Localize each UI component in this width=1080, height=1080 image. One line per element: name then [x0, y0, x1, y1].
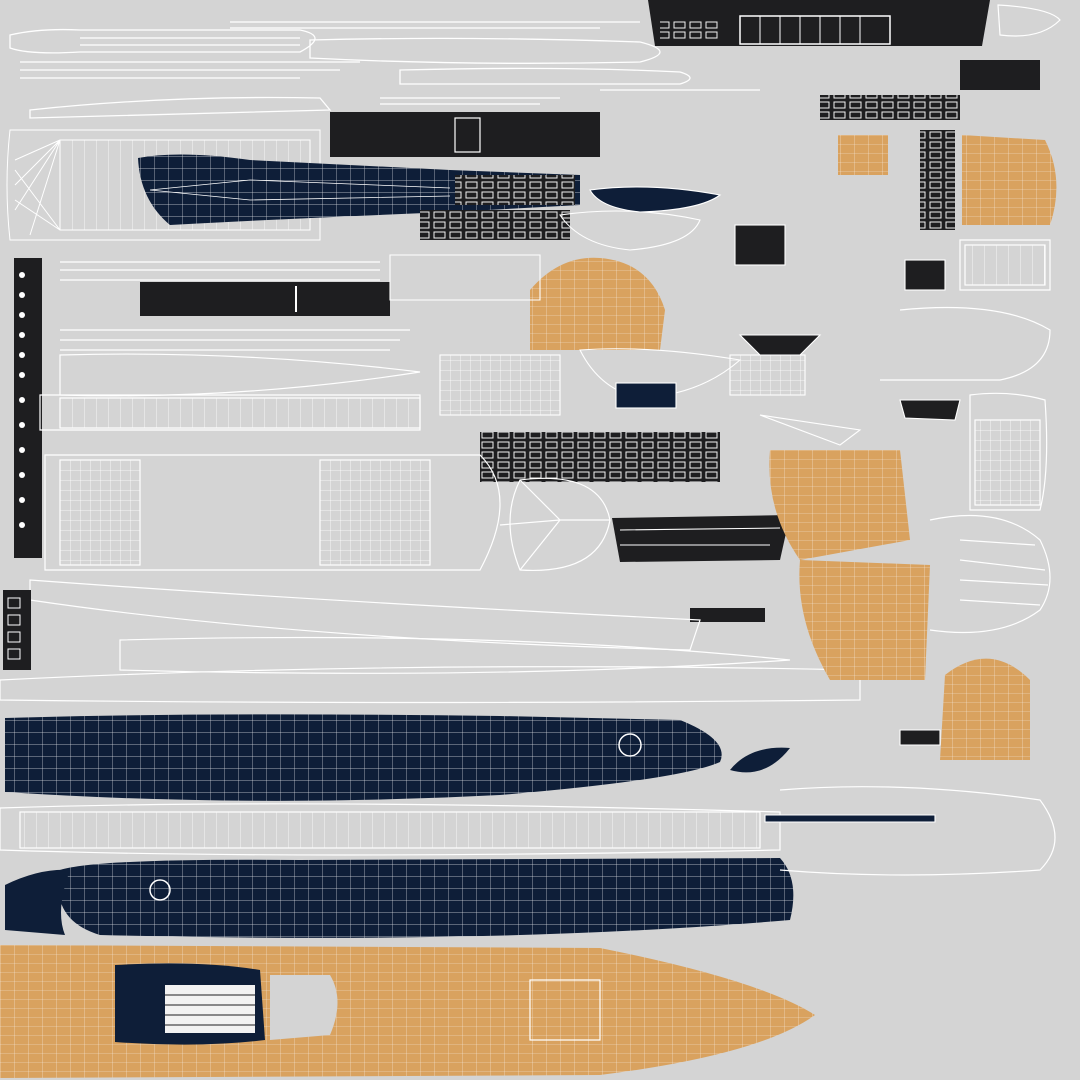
- navy-hull-side-b: [5, 858, 794, 938]
- navy-hull-side-a: [5, 714, 790, 801]
- left-small-boxes: [3, 590, 31, 670]
- white-wire-hull-mid: [0, 803, 781, 856]
- wood-main-deck: [0, 945, 815, 1078]
- white-wire-hulls: [0, 261, 861, 704]
- navy-upper-hull: [138, 154, 580, 225]
- top-hull-strips: [9, 21, 760, 119]
- right-wire-parts: [779, 239, 1056, 876]
- dark-window-decks: [14, 60, 1040, 622]
- wood-deck-pieces: [530, 135, 1057, 760]
- central-wire-bits: [389, 186, 961, 823]
- top-deck-panel: [648, 0, 1061, 46]
